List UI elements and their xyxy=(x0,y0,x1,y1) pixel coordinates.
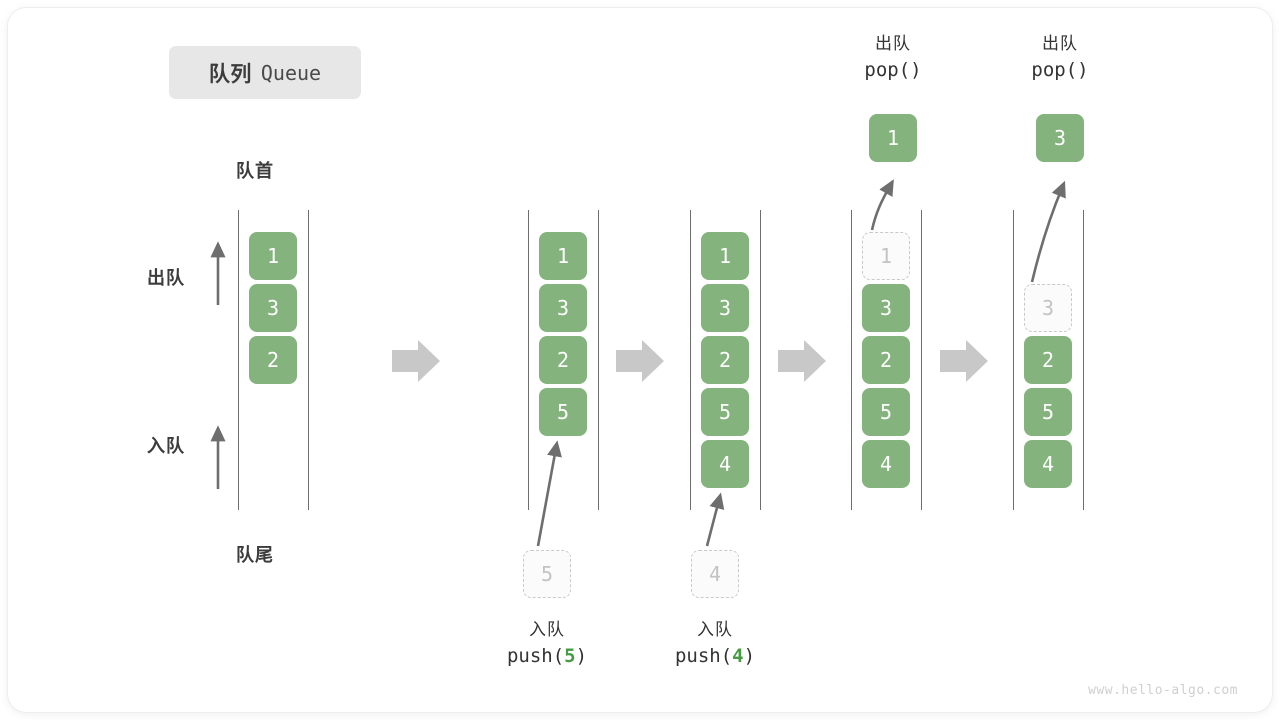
queue-head-label: 队首 xyxy=(236,161,274,181)
queue-slot: 4 xyxy=(701,440,749,488)
push-4-code-num: 4 xyxy=(732,644,744,667)
queue-slot: 3 xyxy=(862,284,910,332)
column-rail-left xyxy=(851,210,852,510)
title-en: Queue xyxy=(260,60,322,85)
title-badge: 队列 Queue xyxy=(169,46,361,99)
push-5-code-num: 5 xyxy=(564,644,576,667)
pending-push-box: 5 xyxy=(523,550,571,598)
enqueue-direction-label: 入队 xyxy=(147,436,185,456)
column-rail-right xyxy=(921,210,922,510)
pending-push-box: 4 xyxy=(691,550,739,598)
column-rail-right xyxy=(760,210,761,510)
queue-slot: 2 xyxy=(1024,336,1072,384)
pop-1-caption: 出队 pop() xyxy=(808,32,978,84)
push-4-caption-code: push(4) xyxy=(630,643,800,671)
column-rail-right xyxy=(308,210,309,510)
push-4-code-suffix: ) xyxy=(743,644,756,667)
queue-slot: 1 xyxy=(249,232,297,280)
queue-slot: 4 xyxy=(1024,440,1072,488)
pop-3-code-suffix: ) xyxy=(1077,58,1089,81)
queue-slot: 2 xyxy=(862,336,910,384)
pop-3-caption-cn: 出队 xyxy=(1042,34,1078,53)
pop-1-code-suffix: ) xyxy=(910,58,922,81)
queue-slot: 5 xyxy=(1024,388,1072,436)
column-rail-left xyxy=(528,210,529,510)
dequeue-direction-label: 出队 xyxy=(147,268,185,288)
push-4-caption: 入队 push(4) xyxy=(630,618,800,670)
column-rail-left xyxy=(1013,210,1014,510)
pop-1-caption-cn: 出队 xyxy=(875,34,911,53)
queue-slot: 1 xyxy=(701,232,749,280)
queue-slot: 5 xyxy=(701,388,749,436)
title-cn: 队列 xyxy=(208,62,252,86)
column-rail-left xyxy=(238,210,239,510)
queue-slot: 2 xyxy=(701,336,749,384)
queue-slot: 5 xyxy=(862,388,910,436)
queue-slot: 2 xyxy=(539,336,587,384)
push-4-caption-cn: 入队 xyxy=(697,620,733,639)
pop-1-caption-code: pop() xyxy=(808,57,978,85)
queue-slot-ghost: 1 xyxy=(862,232,910,280)
column-rail-left xyxy=(690,210,691,510)
column-rail-right xyxy=(598,210,599,510)
pop-3-code-prefix: pop( xyxy=(1031,58,1078,81)
queue-slot: 4 xyxy=(862,440,910,488)
queue-slot-ghost: 3 xyxy=(1024,284,1072,332)
queue-slot: 5 xyxy=(539,388,587,436)
queue-tail-label: 队尾 xyxy=(236,545,274,565)
push-5-caption-cn: 入队 xyxy=(529,620,565,639)
queue-slot: 3 xyxy=(539,284,587,332)
push-5-caption-code: push(5) xyxy=(462,643,632,671)
push-4-code-prefix: push( xyxy=(674,644,733,667)
pop-1-code-prefix: pop( xyxy=(864,58,911,81)
column-rail-right xyxy=(1083,210,1084,510)
queue-slot: 1 xyxy=(539,232,587,280)
pop-3-caption: 出队 pop() xyxy=(975,32,1145,84)
popped-box: 1 xyxy=(869,114,917,162)
push-5-code-suffix: ) xyxy=(575,644,588,667)
push-5-code-prefix: push( xyxy=(506,644,565,667)
push-5-caption: 入队 push(5) xyxy=(462,618,632,670)
queue-slot: 2 xyxy=(249,336,297,384)
pop-3-caption-code: pop() xyxy=(975,57,1145,85)
queue-slot: 3 xyxy=(249,284,297,332)
popped-box: 3 xyxy=(1036,114,1084,162)
watermark: www.hello-algo.com xyxy=(1088,683,1238,698)
queue-slot: 3 xyxy=(701,284,749,332)
